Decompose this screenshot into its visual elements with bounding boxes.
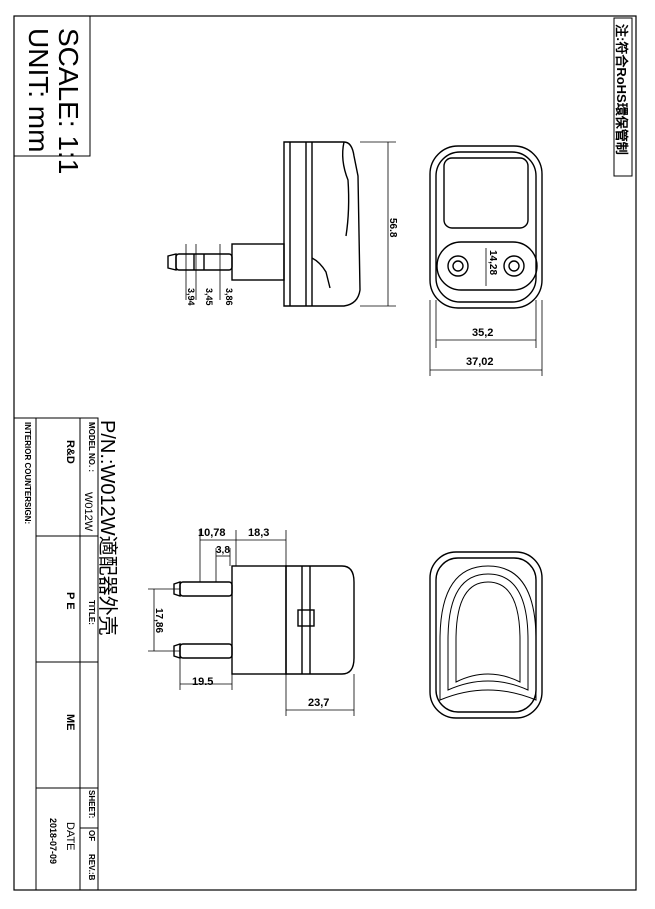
date-label: DATE [64,822,76,851]
front-view-top-dimlines [429,248,543,376]
date-value: 2018-07-09 [48,818,58,865]
me-label: ME [64,714,76,731]
scale-label: SCALE: 1:1 [53,28,84,175]
rohs-box [613,17,633,177]
model-no-value: W012W [82,492,94,532]
title-label: TITLE: [87,600,96,625]
interior-countersign-label: INTERIOR COUNTERSIGN: [23,422,32,525]
rd-label: R&D [64,440,76,464]
rohs-note: 注:符合RoHS環保管制 [614,24,629,155]
rev-label: REV.:B [87,854,96,881]
dim-bottom-c: 3,8 [216,545,230,556]
side-view-bottom-dimlines [148,530,355,716]
model-no-label: MODEL NO. : [87,422,96,473]
scale-box [13,15,91,157]
dim-width-inner: 35,2 [472,327,494,339]
dim-bottom-b: 18,3 [248,527,270,539]
side-view-top-dimlines [185,141,396,307]
dim-pin-d2: 3,45 [204,288,214,306]
dim-width-outer: 37,02 [466,356,494,368]
front-view-top [429,145,543,309]
dim-height: 56.8 [387,218,398,238]
part-number-title: P/N.:W012W適配器外壳 [96,420,118,636]
dim-body-depth: 23,7 [308,697,330,709]
title-block [13,417,99,891]
unit-label: UNIT: mm [23,28,54,153]
dim-pin-d1: 3,94 [186,288,196,306]
front-view-bottom [429,551,543,719]
dim-pin-length: 19.5 [192,676,214,688]
dim-pin-d3: 3,86 [224,288,234,306]
sheet-label: SHEET: [87,790,96,819]
dim-pin-pitch-bottom: 17,86 [153,608,164,634]
pe-label: P E [64,592,76,610]
side-view-bottom [173,565,355,675]
dim-bottom-a: 10,78 [198,527,226,539]
dim-pin-pitch-top: 14,28 [487,250,498,276]
side-view-top [167,141,361,307]
of-label: OF [87,830,96,842]
